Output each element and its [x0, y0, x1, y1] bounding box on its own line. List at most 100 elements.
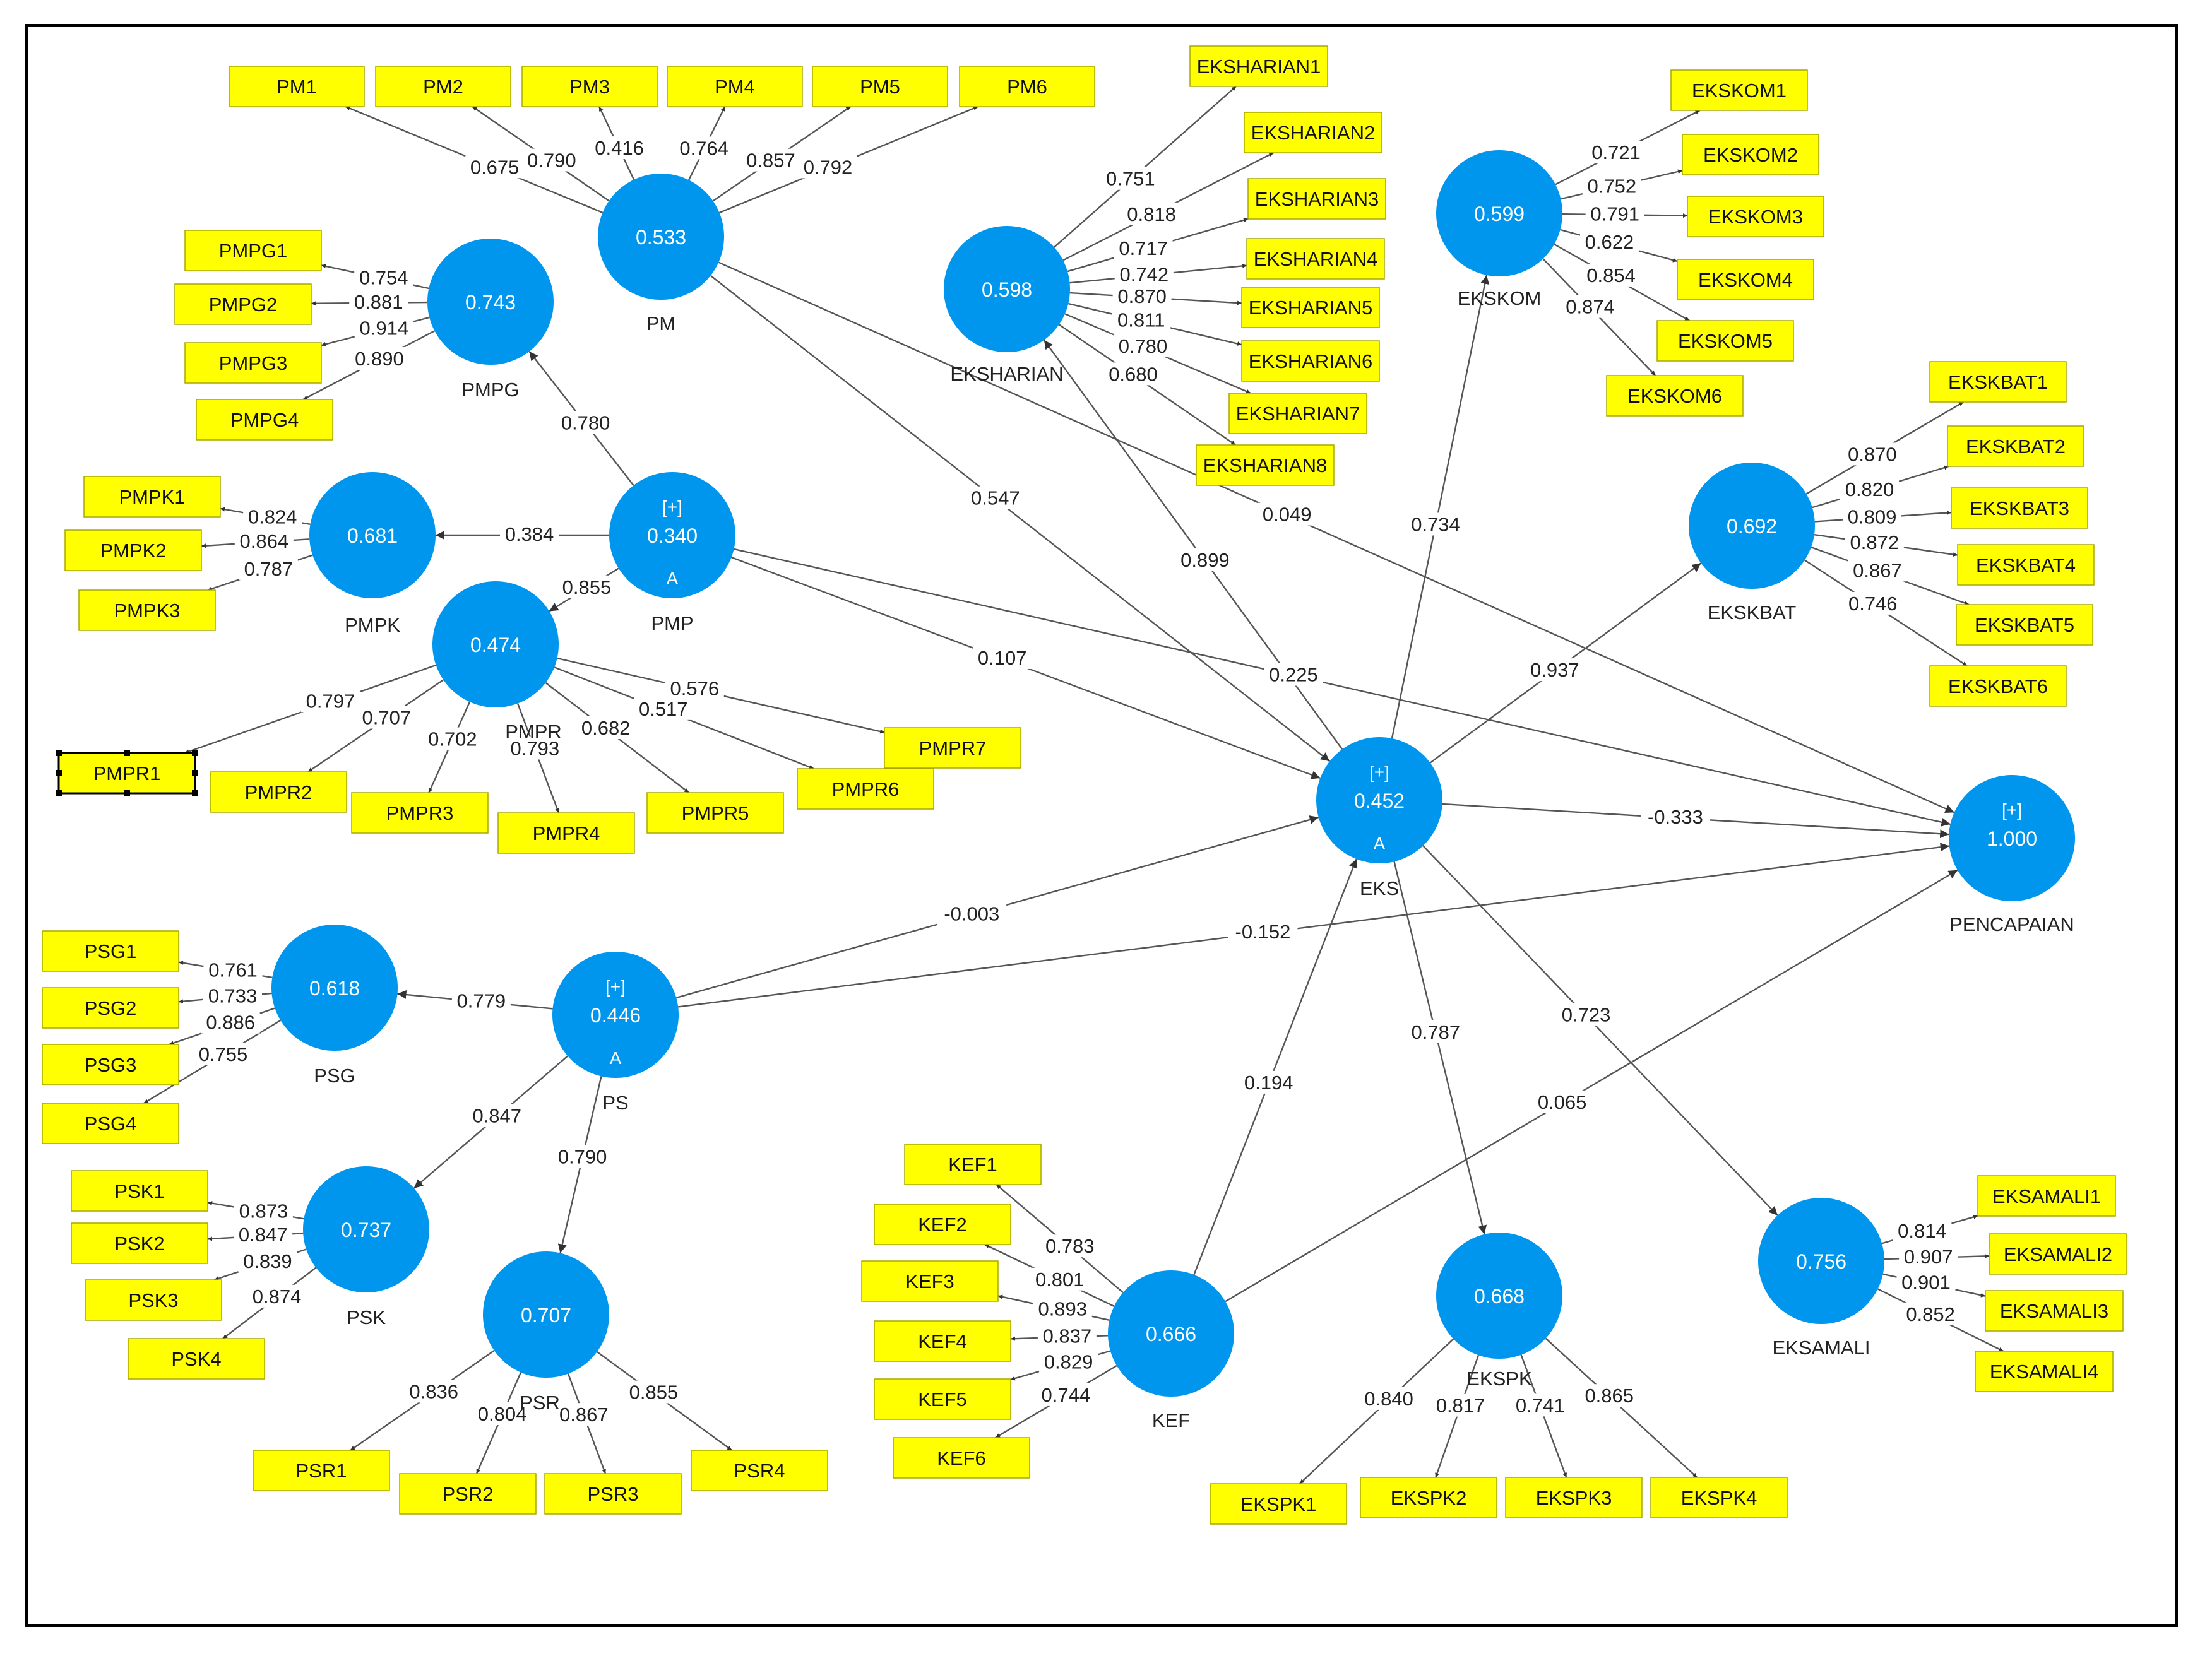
- path-pm-to-eks[interactable]: [710, 275, 1331, 762]
- indicator-eksamali4[interactable]: [1975, 1351, 2114, 1392]
- indicator-ekskbat4[interactable]: [1957, 544, 2095, 586]
- indicator-ekskom4[interactable]: [1677, 259, 1814, 300]
- indicator-pmpk1[interactable]: [83, 476, 221, 518]
- latent-pencapaian[interactable]: [+]1.000: [1949, 775, 2075, 901]
- path-ps-to-pencapaian[interactable]: [678, 843, 1949, 1008]
- indicator-kef5[interactable]: [874, 1378, 1011, 1420]
- indicator-pmpg3[interactable]: [184, 342, 322, 384]
- indicator-pm5[interactable]: [812, 66, 948, 107]
- selection-handle[interactable]: [124, 750, 130, 756]
- latent-circle-psr[interactable]: [483, 1251, 609, 1378]
- path-kef-to-pencapaian[interactable]: [1225, 869, 1958, 1303]
- indicator-pmpr2[interactable]: [210, 771, 347, 813]
- indicator-ekspk2[interactable]: [1360, 1477, 1497, 1518]
- indicator-psg1[interactable]: [42, 930, 179, 972]
- latent-circle-eksharian[interactable]: [944, 226, 1070, 352]
- latent-circle-ekskbat[interactable]: [1689, 463, 1815, 589]
- indicator-pmpg1[interactable]: [184, 230, 322, 271]
- indicator-pm4[interactable]: [667, 66, 803, 107]
- indicator-psg3[interactable]: [42, 1044, 179, 1085]
- selection-handle[interactable]: [192, 770, 198, 776]
- indicator-psr2[interactable]: [399, 1473, 537, 1515]
- selection-handle[interactable]: [192, 790, 198, 796]
- indicator-eksharian6[interactable]: [1241, 340, 1380, 382]
- latent-circle-ekspk[interactable]: [1436, 1233, 1562, 1359]
- latent-circle-eksamali[interactable]: [1758, 1198, 1884, 1324]
- latent-circle-eks[interactable]: [1316, 737, 1442, 863]
- indicator-pm1[interactable]: [229, 66, 365, 107]
- indicator-psg2[interactable]: [42, 987, 179, 1029]
- indicator-eksharian5[interactable]: [1241, 287, 1380, 328]
- expand-marker[interactable]: [+]: [662, 497, 682, 517]
- indicator-ekskom1[interactable]: [1670, 69, 1808, 111]
- path-kef-to-eks[interactable]: [1193, 858, 1358, 1275]
- latent-pmpk[interactable]: 0.681: [309, 472, 436, 598]
- indicator-pmpg4[interactable]: [196, 399, 333, 441]
- indicator-ekskom3[interactable]: [1687, 196, 1824, 237]
- indicator-eksharian7[interactable]: [1228, 393, 1367, 434]
- latent-circle-pencapaian[interactable]: [1949, 775, 2075, 901]
- indicator-kef2[interactable]: [874, 1204, 1011, 1245]
- latent-circle-psg[interactable]: [271, 925, 398, 1051]
- indicator-ekskbat6[interactable]: [1929, 665, 2067, 707]
- latent-ekskbat[interactable]: 0.692: [1689, 463, 1815, 589]
- indicator-kef1[interactable]: [904, 1144, 1042, 1185]
- latent-circle-kef[interactable]: [1108, 1270, 1234, 1397]
- indicator-psr4[interactable]: [691, 1450, 828, 1491]
- indicator-ekskbat5[interactable]: [1956, 604, 2093, 646]
- indicator-pm2[interactable]: [375, 66, 511, 107]
- indicator-eksamali3[interactable]: [1985, 1290, 2124, 1332]
- selection-handle[interactable]: [56, 750, 62, 756]
- indicator-kef6[interactable]: [893, 1437, 1030, 1479]
- expand-marker[interactable]: [+]: [1369, 762, 1389, 782]
- indicator-eksharian4[interactable]: [1246, 238, 1385, 280]
- indicator-psr1[interactable]: [253, 1450, 390, 1491]
- path-pmp-to-pencapaian[interactable]: [734, 548, 1951, 827]
- latent-pmpg[interactable]: 0.743: [427, 239, 554, 365]
- indicator-ekspk1[interactable]: [1210, 1483, 1347, 1525]
- latent-circle-pmpk[interactable]: [309, 472, 436, 598]
- indicator-ekspk3[interactable]: [1505, 1477, 1643, 1518]
- latent-ekskom[interactable]: 0.599: [1436, 150, 1562, 276]
- latent-psr[interactable]: 0.707: [483, 1251, 609, 1378]
- latent-circle-pmp[interactable]: [609, 472, 735, 598]
- indicator-psk2[interactable]: [71, 1222, 208, 1264]
- loading-edge-ekspk1[interactable]: [1299, 1338, 1454, 1484]
- selection-handle[interactable]: [56, 770, 62, 776]
- latent-ekspk[interactable]: 0.668: [1436, 1233, 1562, 1359]
- latent-pmpr[interactable]: 0.474: [432, 581, 559, 707]
- latent-eksharian[interactable]: 0.598: [944, 226, 1070, 352]
- selection-handle[interactable]: [192, 750, 198, 756]
- indicator-psk1[interactable]: [71, 1170, 208, 1212]
- indicator-eksharian1[interactable]: [1189, 45, 1328, 87]
- indicator-ekskbat3[interactable]: [1951, 487, 2088, 529]
- indicator-ekspk4[interactable]: [1650, 1477, 1788, 1518]
- indicator-pmpk2[interactable]: [64, 529, 202, 571]
- indicator-pmpr4[interactable]: [497, 812, 635, 854]
- indicator-pm6[interactable]: [959, 66, 1095, 107]
- indicator-eksamali2[interactable]: [1989, 1233, 2127, 1275]
- latent-kef[interactable]: 0.666: [1108, 1270, 1234, 1397]
- indicator-ekskbat2[interactable]: [1947, 425, 2084, 467]
- expand-marker[interactable]: [+]: [2002, 800, 2022, 820]
- indicator-eksharian2[interactable]: [1244, 112, 1382, 153]
- path-eks-to-eksamali[interactable]: [1422, 845, 1778, 1216]
- indicator-kef4[interactable]: [874, 1320, 1011, 1362]
- indicator-psr3[interactable]: [544, 1473, 682, 1515]
- selection-handle[interactable]: [124, 790, 130, 796]
- path-pm-to-pencapaian[interactable]: [718, 261, 1955, 813]
- indicator-ekskbat1[interactable]: [1929, 361, 2067, 403]
- indicator-pm3[interactable]: [521, 66, 658, 107]
- latent-circle-pm[interactable]: [598, 174, 724, 300]
- indicator-kef3[interactable]: [861, 1260, 999, 1302]
- indicator-ekskom5[interactable]: [1656, 320, 1794, 362]
- latent-psg[interactable]: 0.618: [271, 925, 398, 1051]
- expand-marker[interactable]: [+]: [605, 977, 626, 997]
- latent-pm[interactable]: 0.533: [598, 174, 724, 300]
- path-eks-to-ekspk[interactable]: [1393, 861, 1487, 1235]
- indicator-pmpr3[interactable]: [351, 792, 489, 834]
- indicator-psg4[interactable]: [42, 1103, 179, 1144]
- indicator-psk3[interactable]: [85, 1279, 222, 1321]
